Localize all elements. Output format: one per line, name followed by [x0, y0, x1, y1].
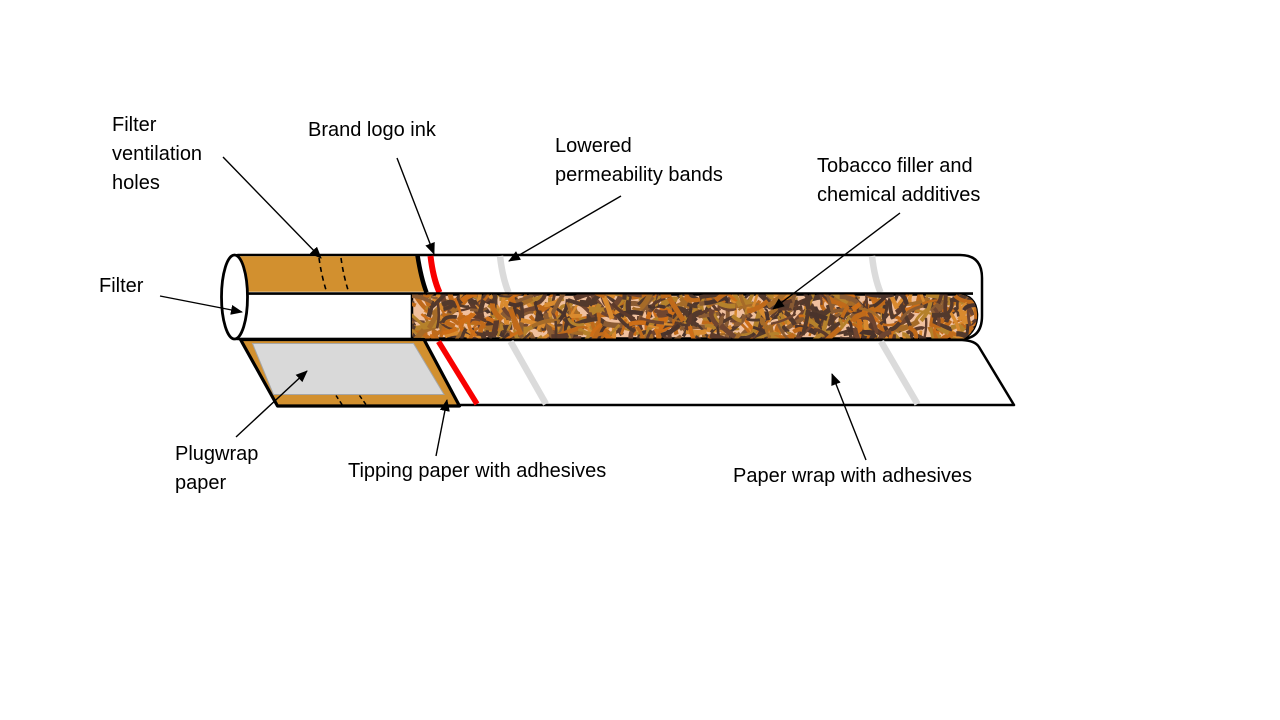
permeability-band-unrolled-2: [878, 339, 921, 406]
filter-end-cap: [220, 253, 249, 341]
ventilation-holes-dash-1: [318, 257, 328, 292]
arrow-filter: [159, 295, 243, 315]
arrow-filter-ventilation-holes: [222, 156, 322, 259]
arrow-plugwrap-paper: [235, 370, 308, 438]
permeability-band-unrolled-1: [507, 339, 549, 406]
label-plugwrap-paper: Plugwrap paper: [175, 443, 259, 494]
arrow-lowered-permeability-bands: [508, 195, 622, 262]
label-lowered-permeability-bands: Lowered permeability bands: [555, 135, 723, 186]
flap-ventilation-dash-1: [335, 395, 344, 407]
arrow-tipping-paper: [435, 399, 450, 457]
brand-ink-stripe-unrolled: [436, 340, 480, 406]
arrow-tobacco-filler: [772, 212, 901, 310]
flap-ventilation-dash-2: [358, 395, 368, 407]
brand-ink-stripe: [427, 255, 443, 294]
label-tipping-paper: Tipping paper with adhesives: [348, 460, 607, 482]
label-brand-logo-ink: Brand logo ink: [308, 119, 436, 141]
label-tobacco-filler: Tobacco filler and chemical additives: [817, 155, 981, 206]
tobacco-texture: [412, 294, 978, 339]
label-paper-wrap: Paper wrap with adhesives: [733, 465, 973, 487]
arrow-paper-wrap: [831, 373, 867, 461]
tipping-paper-band: [233, 256, 426, 292]
permeability-band-1: [496, 255, 512, 294]
annotation-arrows: [159, 156, 901, 461]
plugwrap-paper-sheet: [251, 343, 445, 395]
ventilation-holes-dash-2: [340, 257, 350, 292]
permeability-band-2: [868, 255, 884, 294]
label-filter: Filter: [99, 275, 144, 297]
tipping-paper-edge: [415, 255, 429, 294]
arrow-brand-logo-ink: [396, 157, 435, 255]
label-filter-ventilation-holes: Filter ventilation holes: [112, 114, 203, 194]
